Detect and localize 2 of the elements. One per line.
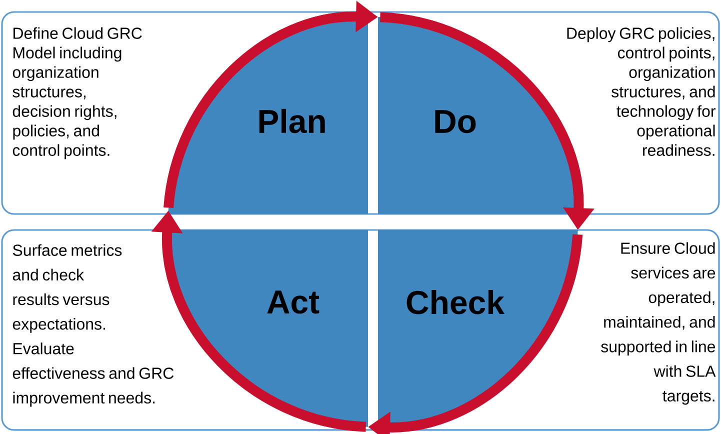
- quadrant-sector: Check: [378, 230, 578, 427]
- quadrant-sector: Plan: [168, 17, 368, 214]
